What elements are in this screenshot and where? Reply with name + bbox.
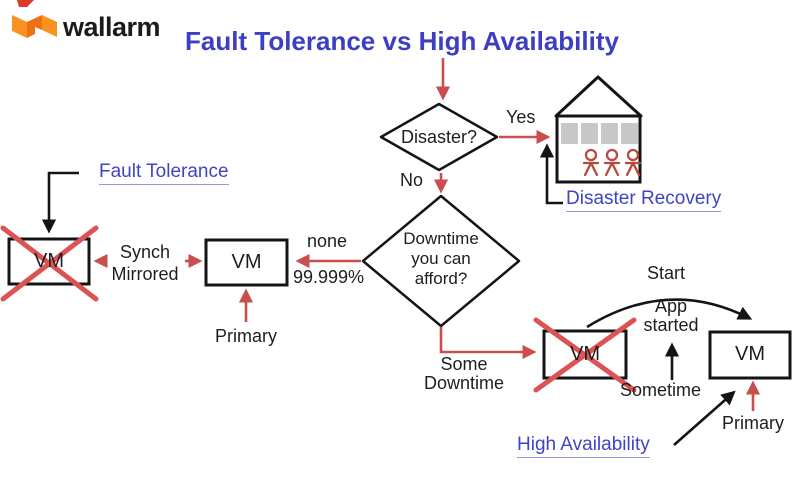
downtime-line1: Downtime — [403, 229, 479, 248]
disaster-recovery-link[interactable]: Disaster Recovery — [566, 188, 722, 212]
person-icons — [582, 148, 642, 177]
primary-left-label: Primary — [215, 326, 277, 346]
app-started-label: App started — [632, 297, 710, 335]
wallarm-logo-icon — [12, 15, 57, 38]
started-line: started — [643, 315, 699, 335]
arrow-high-availability-pointer — [673, 390, 736, 446]
downtime-line3: afford? — [414, 269, 468, 288]
person-icon — [603, 148, 621, 177]
decision-disaster-shape — [379, 102, 499, 172]
arrow-some-downtime — [439, 327, 537, 360]
person-icon — [624, 148, 642, 177]
mirrored-line: Mirrored — [111, 264, 179, 284]
high-availability-link[interactable]: High Availability — [517, 434, 650, 458]
arrow-disaster-recovery-pointer — [539, 143, 563, 205]
person-icon — [582, 148, 600, 177]
failure-cross-icon — [0, 225, 99, 302]
vm-box-ft-primary — [204, 238, 289, 287]
app-line: App — [654, 296, 688, 316]
arrow-start-curve — [586, 298, 753, 329]
some-line: Some — [440, 354, 488, 374]
decision-disaster-label: Disaster? — [400, 127, 478, 147]
building-windows — [561, 123, 638, 144]
downtime-line2: you can — [411, 249, 471, 268]
corner-ribbon-icon — [17, 0, 34, 7]
vm-label-ha-failed: VM — [570, 343, 600, 365]
arrow-fault-tolerance-pointer — [41, 171, 79, 234]
primary-right-label: Primary — [722, 413, 784, 433]
sometime-label: Sometime — [620, 380, 702, 400]
synch-mirrored-label: Synch Mirrored — [101, 241, 189, 285]
synch-line: Synch — [119, 242, 171, 262]
page-title: Fault Tolerance vs High Availability — [185, 26, 619, 56]
edge-yes-label: Yes — [506, 107, 536, 127]
start-label: Start — [647, 263, 686, 283]
failure-cross-icon — [533, 317, 637, 393]
decision-downtime-label: Downtime you can afford? — [383, 229, 499, 289]
edge-none-label: none — [307, 231, 348, 251]
vm-box-ha-primary — [708, 330, 792, 380]
building-icon — [554, 75, 643, 184]
edge-uptime-label: 99.999% — [293, 267, 365, 287]
fault-tolerance-link[interactable]: Fault Tolerance — [99, 161, 229, 185]
edge-some-downtime-label: Some Downtime — [408, 355, 520, 393]
decision-downtime-shape — [361, 194, 521, 328]
vm-label-ft-failed: VM — [34, 250, 64, 272]
vm-label-ha-primary: VM — [735, 343, 765, 365]
downtime-line: Downtime — [423, 373, 505, 393]
edge-no-label: No — [400, 170, 424, 190]
wallarm-logo-text: wallarm — [63, 12, 161, 42]
vm-label-ft-primary: VM — [231, 251, 262, 273]
